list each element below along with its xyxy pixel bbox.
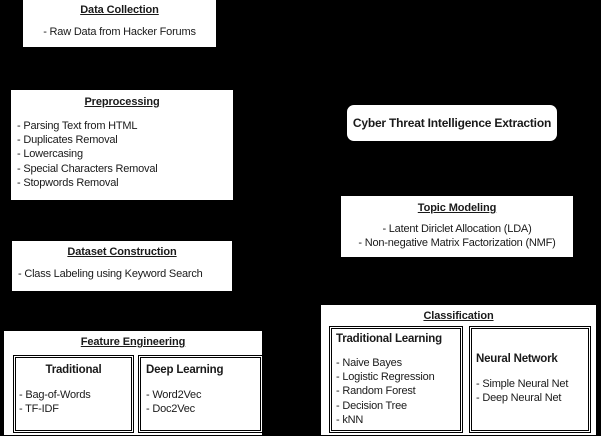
feature-engineering-deep-learning-subtitle: Deep Learning: [146, 364, 224, 376]
list-item: - Decision Tree: [336, 399, 407, 412]
list-item: - Stopwords Removal: [17, 176, 119, 189]
dataset-construction-title: Dataset Construction: [67, 246, 177, 258]
classification-neural-network-box: Neural Network - Simple Neural Net - Dee…: [469, 326, 591, 433]
topic-modeling-items: - Latent Diriclet Allocation (LDA) - Non…: [341, 222, 573, 250]
topic-modeling-box: Topic Modeling - Latent Diriclet Allocat…: [340, 195, 574, 258]
list-item: - Bag-of-Words: [19, 389, 91, 401]
list-item: - Special Characters Removal: [17, 162, 158, 175]
feature-engineering-traditional-box: Traditional - Bag-of-Words - TF-IDF: [13, 355, 134, 433]
list-item: - Raw Data from Hacker Forums: [43, 26, 196, 38]
feature-engineering-box: Feature Engineering Traditional - Bag-of…: [3, 330, 263, 436]
list-item: - kNN: [336, 413, 364, 426]
preprocessing-items: - Parsing Text from HTML - Duplicates Re…: [17, 119, 233, 190]
topic-modeling-title: Topic Modeling: [417, 202, 497, 214]
feature-engineering-traditional-subtitle: Traditional: [45, 364, 102, 376]
cyber-threat-intelligence-extraction-box: Cyber Threat Intelligence Extraction: [345, 103, 559, 143]
list-item: - Parsing Text from HTML: [17, 120, 138, 132]
feature-engineering-deep-learning-box: Deep Learning - Word2Vec - Doc2Vec: [138, 355, 263, 433]
list-item: - Naive Bayes: [336, 357, 402, 369]
feature-engineering-traditional-items: - Bag-of-Words - TF-IDF: [19, 388, 131, 416]
feature-engineering-title: Feature Engineering: [80, 336, 186, 348]
list-item: - Class Labeling using Keyword Search: [18, 268, 203, 280]
classification-neural-network-subtitle: Neural Network: [476, 353, 558, 365]
list-item: - Random Forest: [336, 385, 416, 398]
list-item: - Simple Neural Net: [476, 378, 569, 390]
preprocessing-box: Preprocessing - Parsing Text from HTML -…: [10, 89, 234, 201]
list-item: - Non-negative Matrix Factorization (NMF…: [358, 237, 556, 250]
classification-traditional-learning-items: - Naive Bayes - Logistic Regression - Ra…: [336, 356, 460, 427]
list-item: - Word2Vec: [146, 389, 202, 401]
data-collection-title: Data Collection: [80, 4, 159, 16]
list-item: - Doc2Vec: [146, 403, 195, 416]
list-item: - TF-IDF: [19, 403, 59, 416]
classification-traditional-learning-subtitle: Traditional Learning: [336, 333, 442, 345]
dataset-construction-box: Dataset Construction - Class Labeling us…: [11, 240, 233, 292]
preprocessing-title: Preprocessing: [84, 96, 160, 108]
list-item: - Deep Neural Net: [476, 392, 562, 405]
data-collection-items: - Raw Data from Hacker Forums: [23, 25, 216, 39]
list-item: - Duplicates Removal: [17, 134, 118, 147]
list-item: - Logistic Regression: [336, 371, 435, 384]
list-item: - Latent Diriclet Allocation (LDA): [382, 223, 532, 235]
cyber-threat-intelligence-extraction-label: Cyber Threat Intelligence Extraction: [352, 116, 552, 130]
feature-engineering-deep-learning-items: - Word2Vec - Doc2Vec: [146, 388, 260, 416]
list-item: - Lowercasing: [17, 148, 83, 161]
data-collection-box: Data Collection - Raw Data from Hacker F…: [22, 0, 217, 48]
classification-box: Classification Traditional Learning - Na…: [320, 304, 597, 436]
classification-title: Classification: [423, 310, 494, 322]
classification-neural-network-items: - Simple Neural Net - Deep Neural Net: [476, 377, 588, 405]
dataset-construction-items: - Class Labeling using Keyword Search: [18, 267, 232, 281]
classification-traditional-learning-box: Traditional Learning - Naive Bayes - Log…: [329, 326, 463, 433]
